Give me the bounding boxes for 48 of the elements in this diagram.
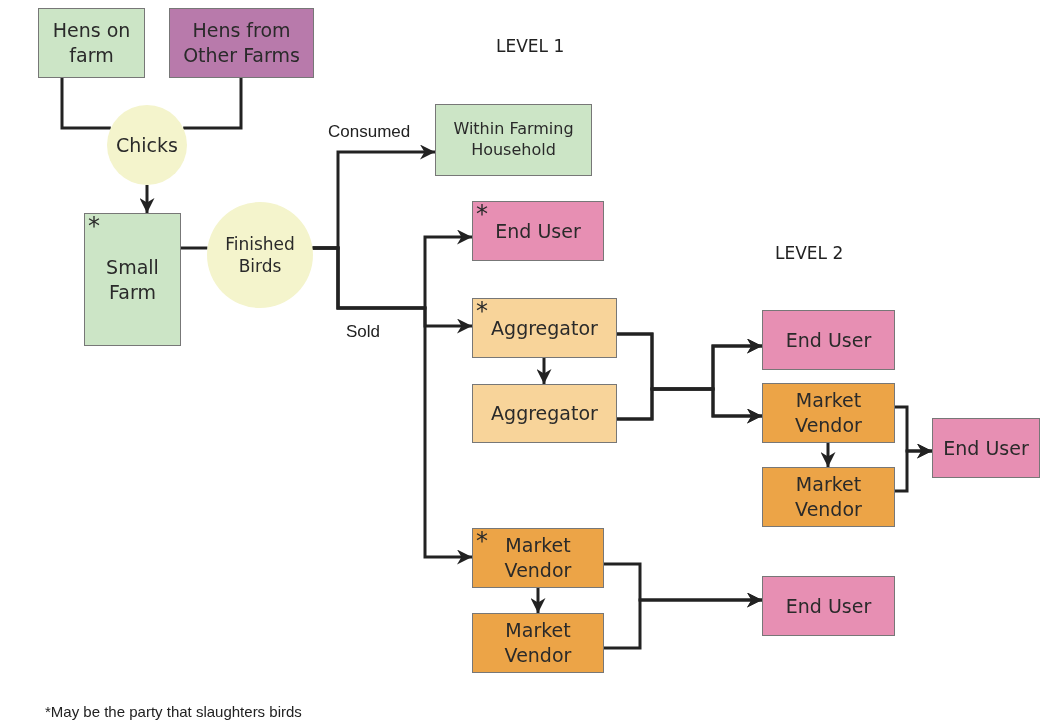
footnote: *May be the party that slaughters birds xyxy=(45,703,302,720)
process-box xyxy=(472,298,617,358)
process-box xyxy=(472,528,604,588)
node-label: Within Farming Household xyxy=(452,119,575,161)
node-label: Aggregator xyxy=(491,401,598,426)
process-box xyxy=(472,613,604,673)
process-box xyxy=(472,201,604,261)
connector-line xyxy=(181,246,208,250)
process-box xyxy=(84,213,181,346)
node-label: Small Farm xyxy=(105,254,160,305)
node-label: End User xyxy=(785,327,872,353)
node-label: Aggregator xyxy=(491,315,598,341)
arrow xyxy=(312,246,472,565)
process-box xyxy=(38,8,145,78)
node-label: End User xyxy=(943,435,1029,461)
arrow xyxy=(617,387,762,424)
arrow xyxy=(536,358,552,384)
node-label: Market Vendor xyxy=(794,472,863,522)
footnote-mark: * xyxy=(476,299,488,323)
connector-line xyxy=(60,78,111,130)
node-label: Market Vendor xyxy=(794,388,863,438)
process-box xyxy=(762,310,895,370)
node-label: End User xyxy=(495,218,581,244)
arrow xyxy=(139,185,155,213)
process-box xyxy=(762,467,895,527)
arrow xyxy=(820,443,836,467)
level-heading: LEVEL 2 xyxy=(775,243,844,263)
process-box xyxy=(169,8,314,78)
process-box xyxy=(435,104,592,176)
footnote-mark: * xyxy=(476,202,488,226)
node-label: Hens on farm xyxy=(51,18,132,68)
arrow xyxy=(530,588,546,613)
node-label: Market Vendor xyxy=(503,533,573,583)
arrow xyxy=(604,592,762,650)
node-label: End User xyxy=(785,593,872,619)
process-box xyxy=(762,383,895,443)
node-label: Finished Birds xyxy=(224,232,296,278)
arrow xyxy=(895,443,932,493)
footnote-mark: * xyxy=(476,529,488,553)
process-box xyxy=(762,576,895,636)
connector-line xyxy=(183,78,243,130)
footnote-mark: * xyxy=(88,214,100,238)
node-label: Market Vendor xyxy=(503,618,573,668)
level-heading: LEVEL 1 xyxy=(496,36,565,56)
node-label: Hens from Other Farms xyxy=(182,18,301,68)
process-box xyxy=(932,418,1040,478)
node-label: Chicks xyxy=(116,132,178,158)
process-box xyxy=(472,384,617,443)
